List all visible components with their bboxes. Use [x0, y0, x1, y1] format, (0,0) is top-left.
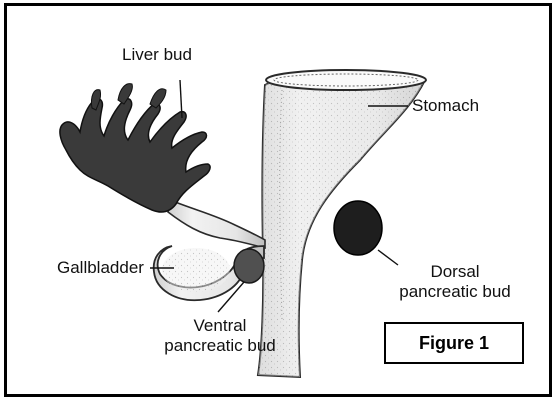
label-ventral-line1: Ventral [145, 316, 295, 336]
ventral-pancreatic-bud-shape [234, 249, 264, 283]
label-stomach: Stomach [412, 96, 479, 116]
label-gallbladder: Gallbladder [57, 258, 144, 278]
label-liver-bud: Liver bud [122, 45, 192, 65]
label-dorsal-line1: Dorsal [382, 262, 528, 282]
liver-bud-shape [60, 84, 210, 212]
dorsal-pancreatic-bud-shape [334, 201, 382, 255]
label-ventral-pancreatic-bud: Ventral pancreatic bud [145, 316, 295, 355]
label-dorsal-line2: pancreatic bud [382, 282, 528, 302]
figure-caption: Figure 1 [419, 333, 489, 354]
liver-stalk [168, 200, 265, 248]
label-dorsal-pancreatic-bud: Dorsal pancreatic bud [382, 262, 528, 301]
figure-caption-box: Figure 1 [384, 322, 524, 364]
label-ventral-line2: pancreatic bud [145, 336, 295, 356]
